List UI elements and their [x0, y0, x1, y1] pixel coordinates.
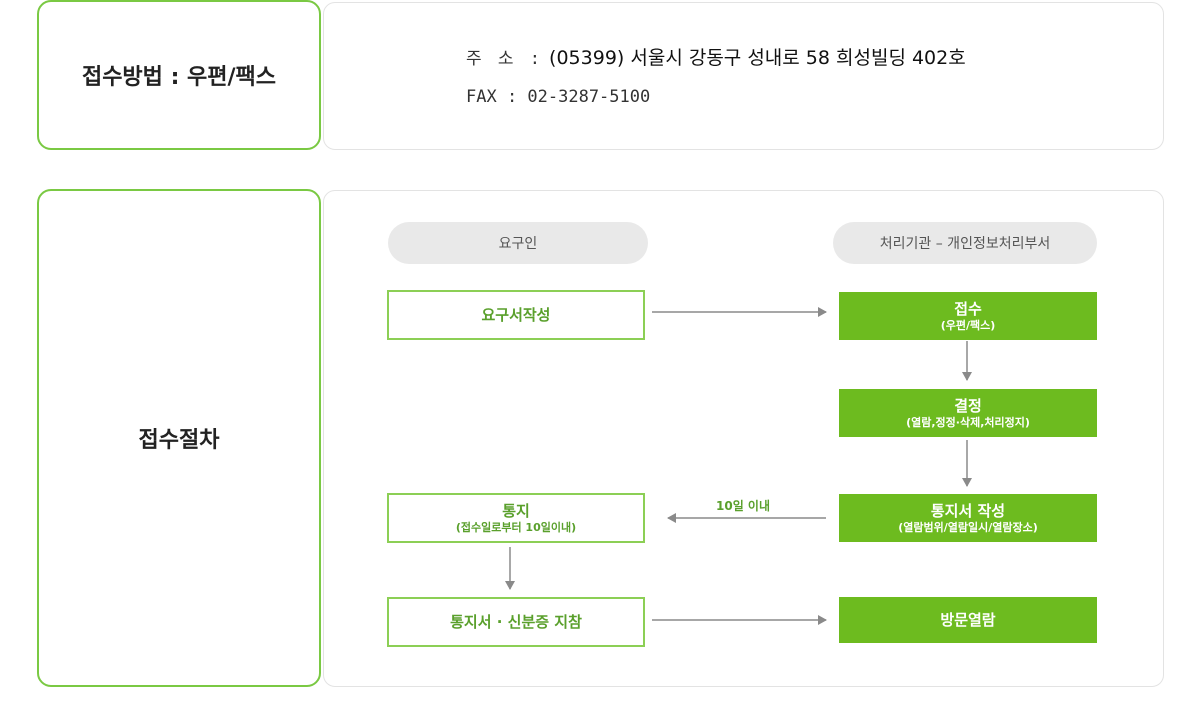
step-receive-text: 접수	[954, 299, 982, 318]
step-decide: 결정 (열람,정정·삭제,처리정지)	[839, 389, 1097, 437]
address-value: (05399) 서울시 강동구 성내로 58 희성빌딩 402호	[549, 47, 966, 69]
address-line: 주 소 : (05399) 서울시 강동구 성내로 58 희성빌딩 402호	[466, 43, 966, 70]
step-bring-id-text: 통지서 · 신분증 지참	[450, 613, 582, 631]
step-write-notice-subtext: (열람범위/열람일시/열람장소)	[898, 520, 1038, 534]
processor-header-text: 처리기관 – 개인정보처리부서	[879, 236, 1051, 252]
within-days-note: 10일 이내	[716, 499, 770, 513]
step-notice: 통지 (접수일로부터 10일이내)	[387, 493, 645, 543]
fax-line: FAX : 02-3287-5100	[466, 85, 650, 107]
requester-header-text: 요구인	[498, 236, 538, 252]
step-bring-id: 통지서 · 신분증 지참	[387, 597, 645, 647]
step-decide-subtext: (열람,정정·삭제,처리정지)	[906, 415, 1030, 429]
step-notice-subtext: (접수일로부터 10일이내)	[455, 520, 577, 534]
processor-header: 처리기관 – 개인정보처리부서	[833, 222, 1097, 264]
step-receive: 접수 (우편/팩스)	[839, 292, 1097, 340]
reception-method-label: 접수방법 : 우편/팩스	[37, 0, 321, 150]
step-notice-text: 통지	[502, 501, 530, 520]
step-visit-text: 방문열람	[940, 611, 996, 629]
requester-header: 요구인	[388, 222, 648, 264]
reception-procedure-text: 접수절차	[138, 428, 220, 453]
step-receive-subtext: (우편/팩스)	[940, 318, 996, 332]
step-write-request: 요구서작성	[387, 290, 645, 340]
fax-value: FAX : 02-3287-5100	[466, 87, 651, 107]
reception-procedure-label: 접수절차	[37, 189, 321, 687]
step-visit: 방문열람	[839, 597, 1097, 643]
address-key: 주 소 :	[466, 49, 543, 69]
reception-method-text: 접수방법 : 우편/팩스	[81, 65, 277, 90]
reception-info-panel: 주 소 : (05399) 서울시 강동구 성내로 58 희성빌딩 402호 F…	[323, 2, 1164, 150]
step-decide-text: 결정	[954, 396, 982, 415]
step-write-request-text: 요구서작성	[481, 306, 551, 324]
step-write-notice-text: 통지서 작성	[930, 501, 1006, 520]
step-write-notice: 통지서 작성 (열람범위/열람일시/열람장소)	[839, 494, 1097, 542]
